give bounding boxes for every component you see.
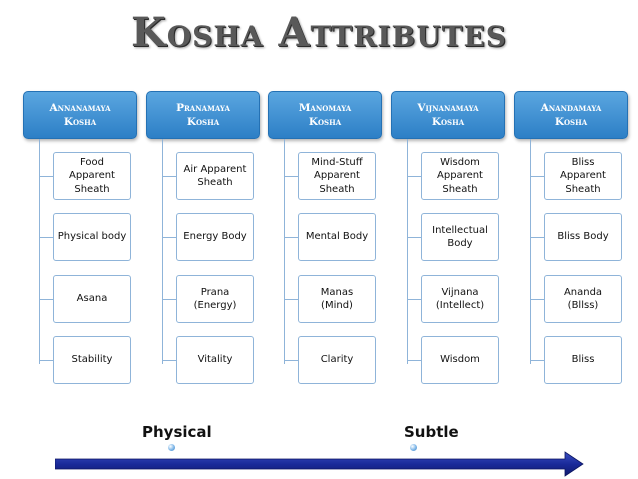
attribute-box: Bliss xyxy=(544,336,622,384)
attribute-box: Mental Body xyxy=(298,213,376,261)
connector-branch xyxy=(284,360,298,361)
attribute-box: Ananda (Bllss) xyxy=(544,275,622,323)
attribute-box: Wisdom xyxy=(421,336,499,384)
connector-branch xyxy=(284,237,298,238)
kosha-header: Annanamaya Kosha xyxy=(23,91,137,139)
kosha-header: Manomaya Kosha xyxy=(268,91,382,139)
attribute-box: Vijnana (Intellect) xyxy=(421,275,499,323)
attribute-box: Vitality xyxy=(176,336,254,384)
connector-branch xyxy=(407,299,421,300)
attribute-box: Manas (Mind) xyxy=(298,275,376,323)
subtle-marker-icon xyxy=(410,444,417,451)
connector-branch xyxy=(162,176,176,177)
connector-branch xyxy=(530,360,544,361)
connector-branch xyxy=(162,360,176,361)
page-title: Kosha Attributes xyxy=(130,9,508,56)
connector-branch xyxy=(162,299,176,300)
connector-line xyxy=(530,139,531,364)
kosha-header: Vijnanamaya Kosha xyxy=(391,91,505,139)
connector-branch xyxy=(39,360,53,361)
connector-branch xyxy=(530,237,544,238)
connector-branch xyxy=(39,176,53,177)
attribute-box: Food Apparent Sheath xyxy=(53,152,131,200)
arrow-shape xyxy=(55,451,584,477)
attribute-box: Physical body xyxy=(53,213,131,261)
attribute-box: Wisdom Apparent Sheath xyxy=(421,152,499,200)
connector-branch xyxy=(284,299,298,300)
attribute-box: Stability xyxy=(53,336,131,384)
physical-to-subtle-arrow xyxy=(55,451,584,477)
attribute-box: Bliss Body xyxy=(544,213,622,261)
attribute-box: Air Apparent Sheath xyxy=(176,152,254,200)
connector-line xyxy=(39,139,40,364)
attribute-box: Clarity xyxy=(298,336,376,384)
connector-line xyxy=(162,139,163,364)
attribute-box: Bliss Apparent Sheath xyxy=(544,152,622,200)
attribute-box: Intellectual Body xyxy=(421,213,499,261)
attribute-box: Energy Body xyxy=(176,213,254,261)
kosha-header: Anandamaya Kosha xyxy=(514,91,628,139)
connector-line xyxy=(407,139,408,364)
connector-branch xyxy=(407,176,421,177)
connector-line xyxy=(284,139,285,364)
connector-branch xyxy=(530,176,544,177)
connector-branch xyxy=(407,360,421,361)
connector-branch xyxy=(530,299,544,300)
kosha-header: Pranamaya Kosha xyxy=(146,91,260,139)
attribute-box: Asana xyxy=(53,275,131,323)
connector-branch xyxy=(284,176,298,177)
physical-marker-icon xyxy=(168,444,175,451)
connector-branch xyxy=(39,237,53,238)
subtle-label: Subtle xyxy=(404,423,459,441)
attribute-box: Prana (Energy) xyxy=(176,275,254,323)
connector-branch xyxy=(162,237,176,238)
connector-branch xyxy=(407,237,421,238)
physical-label: Physical xyxy=(142,423,212,441)
connector-branch xyxy=(39,299,53,300)
attribute-box: Mind-Stuff Apparent Sheath xyxy=(298,152,376,200)
